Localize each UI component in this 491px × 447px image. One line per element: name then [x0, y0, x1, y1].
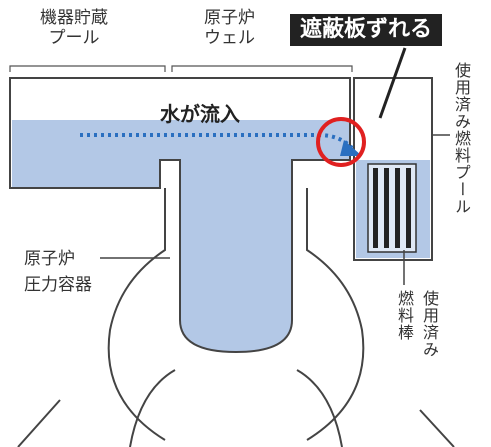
pool-outline [9, 77, 351, 354]
flow-arrow [80, 133, 362, 156]
pressure-vessel-outline [107, 188, 365, 441]
highlight-circle [316, 117, 366, 167]
used-label: 使用済み [420, 290, 439, 358]
brackets [9, 65, 353, 72]
water-body [12, 120, 350, 352]
pressure-vessel-label: 原子炉 圧力容器 [24, 249, 92, 295]
vessel-base [129, 369, 343, 447]
fuel-rod-label: 燃料棒 [395, 290, 414, 341]
water-flow-label: 水が流入 [160, 102, 240, 126]
spent-fuel-pool-label: 機器貯蔵 プール [40, 8, 108, 48]
vessel-floor-lines [17, 399, 455, 447]
shield-shift-callout: 遮蔽板ずれる [290, 14, 443, 46]
used-fuel-pool-label: 使用済み燃料プール [452, 62, 471, 215]
reactor-well-label: 原子炉 ウェル [204, 8, 255, 48]
callout-pointer [378, 47, 407, 119]
fuel-rods [373, 168, 411, 248]
